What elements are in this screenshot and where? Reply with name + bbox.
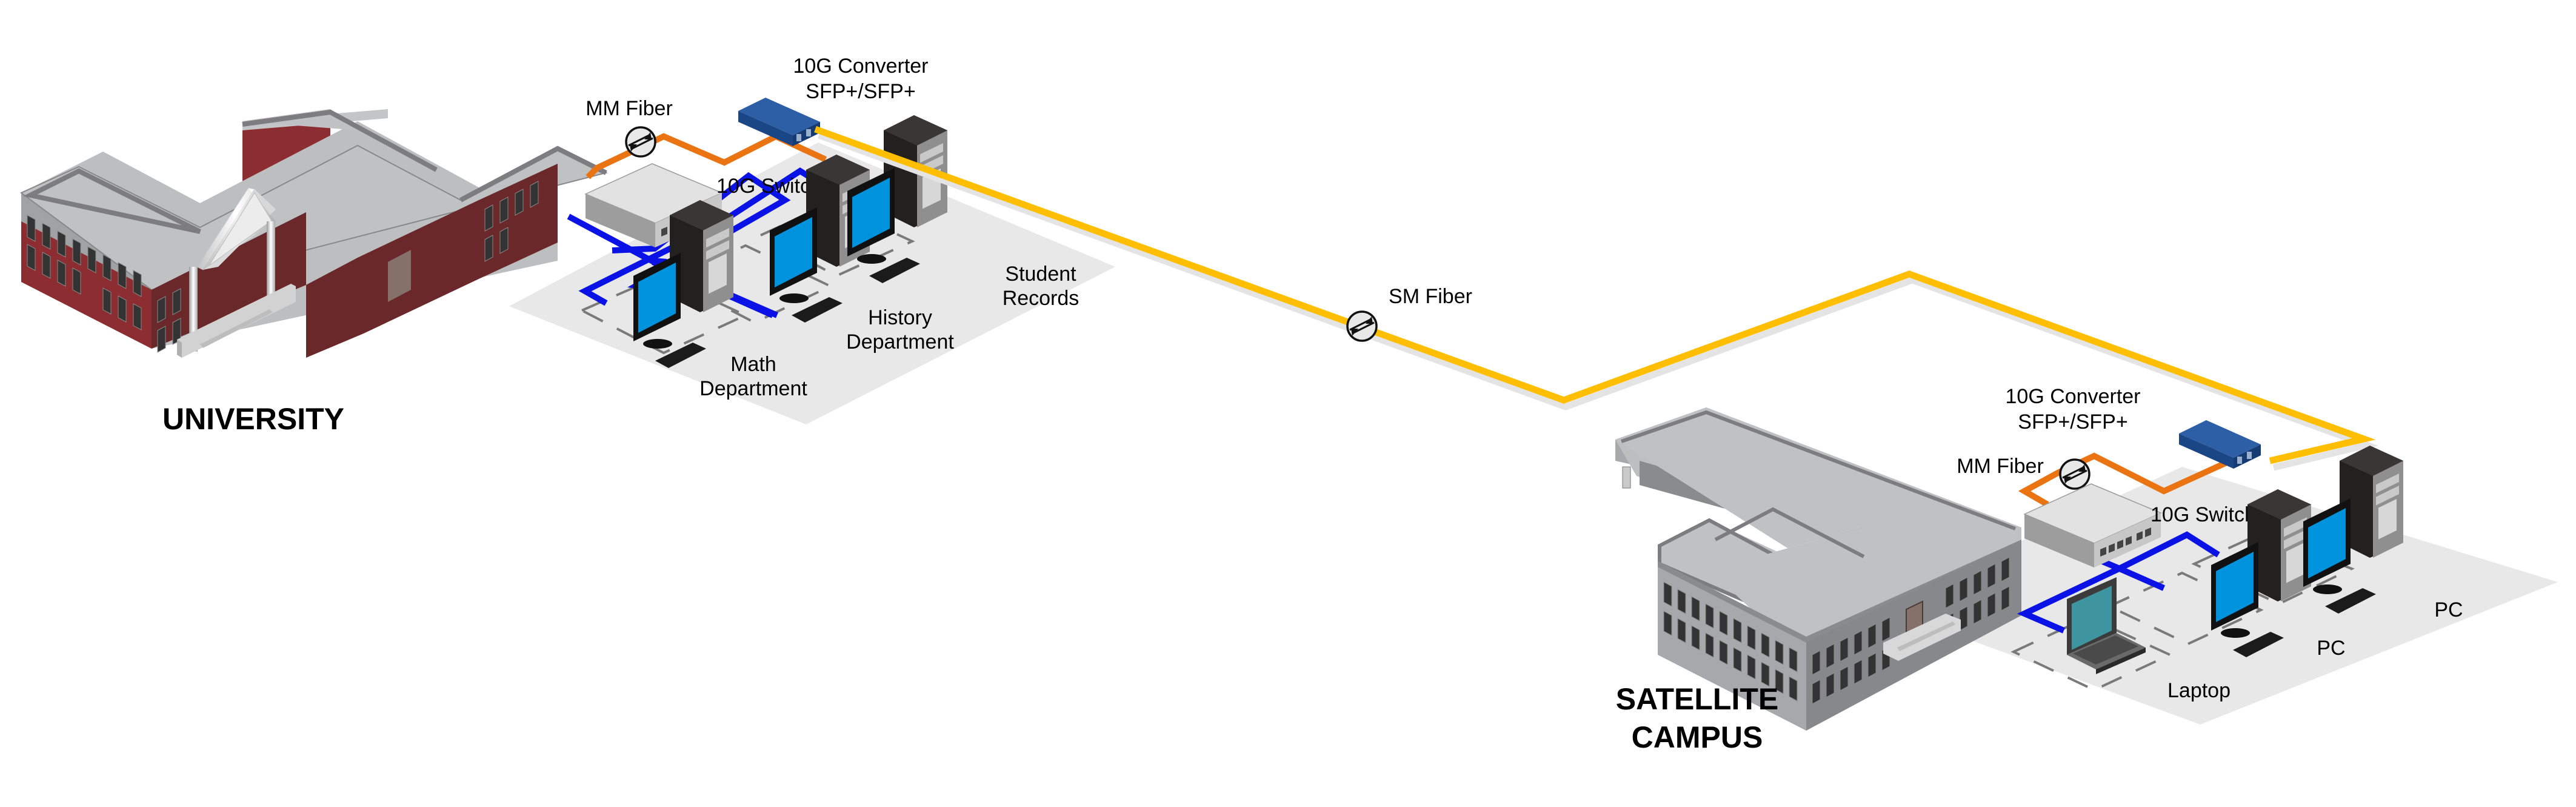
sm-fiber-cable[interactable] bbox=[814, 126, 2376, 464]
pc-2-label: PC bbox=[2434, 598, 2463, 621]
student-records-label-line2: Records bbox=[1003, 287, 1079, 310]
mm-fiber-transceiver-icon bbox=[625, 126, 656, 158]
university-floor bbox=[509, 142, 1115, 424]
university-switch-label: 10G Switch bbox=[716, 175, 822, 198]
sm-fiber-label: SM Fiber bbox=[1389, 285, 1472, 308]
university-mm-fiber-label: MM Fiber bbox=[586, 97, 673, 120]
math-department-label-line1: Math bbox=[730, 353, 776, 376]
satellite-label-line1: SATELLITE bbox=[1616, 682, 1779, 716]
satellite-label-line2: CAMPUS bbox=[1632, 720, 1763, 754]
satellite-converter-label-line2: SFP+/SFP+ bbox=[2018, 410, 2127, 434]
university-converter-label-line2: SFP+/SFP+ bbox=[806, 80, 915, 103]
ethernet-cable bbox=[2017, 531, 2220, 634]
pc-1-label: PC bbox=[2317, 637, 2345, 660]
mm-fiber-transceiver-icon bbox=[2059, 458, 2090, 490]
math-department-label-line2: Department bbox=[699, 377, 807, 400]
history-department-label-line1: History bbox=[868, 306, 932, 329]
satellite-mm-fiber-label: MM Fiber bbox=[1957, 455, 2044, 478]
sm-fiber-transceiver-icon bbox=[1346, 310, 1378, 342]
satellite-converter-label-line1: 10G Converter bbox=[2006, 385, 2141, 408]
satellite-10g-converter[interactable] bbox=[2179, 420, 2261, 469]
university-10g-converter[interactable] bbox=[738, 98, 820, 146]
university-label: UNIVERSITY bbox=[162, 402, 344, 436]
student-records-label-line1: Student bbox=[1005, 263, 1076, 286]
university-converter-label-line1: 10G Converter bbox=[793, 55, 929, 78]
university-building bbox=[20, 109, 608, 358]
sm-fiber-shadow bbox=[818, 132, 2379, 471]
history-department-label-line2: Department bbox=[846, 330, 954, 353]
satellite-building bbox=[1615, 407, 2021, 731]
satellite-switch-label: 10G Switch bbox=[2151, 503, 2256, 526]
laptop-label: Laptop bbox=[2167, 679, 2231, 702]
